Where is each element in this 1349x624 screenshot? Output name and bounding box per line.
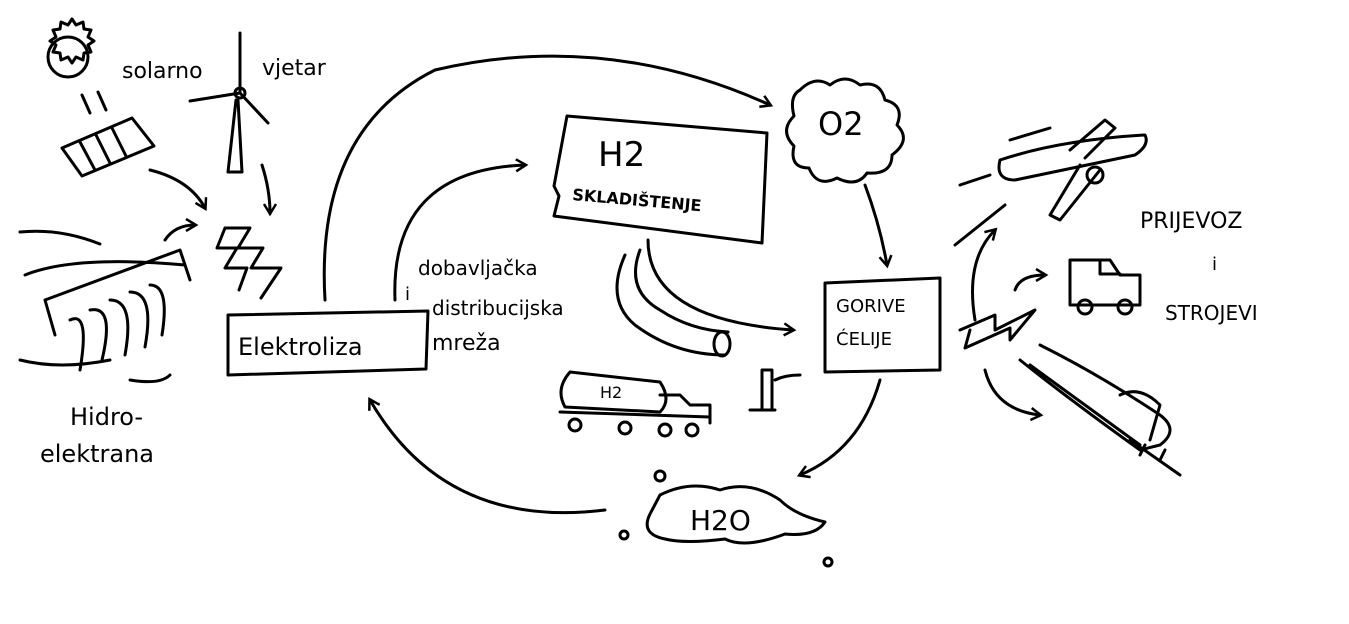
arrow-hydro-to-power [163,225,195,242]
oxygen-label: O2 [818,105,864,143]
truck-label: H2 [600,383,622,402]
water-label: H2O [690,504,751,537]
water-puddle: H2O [618,469,834,568]
pipeline-end [712,330,732,358]
wind-label: vjetar [262,56,327,81]
transport-label-line1: PRIJEVOZ [1140,209,1242,234]
fuel-cells-label-line1: GORIVE [836,296,906,317]
transport-label-line3: STROJEVI [1165,301,1258,325]
arrow-fuel-cells-to-water [800,378,882,475]
network-label-line3: distribucijska [432,296,564,320]
sun-icon [46,17,96,79]
transport-label-line2: i [1212,254,1217,275]
oxygen-cloud: O2 [785,77,905,184]
network-label-line4: mreža [432,331,501,356]
fuel-cells-box: GORIVE ĆELIJE [823,276,942,374]
storage-label: SKLADIŠTENJE [572,185,703,215]
arrow-wind-to-power [260,163,270,213]
arrow-electrolysis-to-storage [393,165,525,302]
arrow-to-train [983,368,1040,415]
arrow-electrolysis-to-oxygen [322,54,770,302]
refuel-station-icon [748,368,802,412]
arrow-to-car [1013,275,1045,292]
network-label-line1: dobavljačka [418,256,538,280]
arrow-storage-to-fuel-cells [646,238,793,330]
pipeline-icon [615,248,730,357]
hydro-label-line2: elektrana [40,440,154,468]
solar-label: solarno [122,59,203,84]
fuel-cells-label-line2: ĆELIJE [836,328,892,350]
wind-turbine-icon [188,31,270,174]
electrolysis-label: Elektroliza [238,333,363,361]
network-label-line2: i [405,284,410,305]
car-icon [1068,258,1142,316]
train-icon [1018,343,1182,477]
lightning-icon [215,226,283,300]
hydro-dam-icon [18,229,192,384]
arrow-water-to-electrolysis [370,400,607,515]
electrolysis-box: Elektroliza [226,309,430,377]
arrow-oxygen-to-fuel-cells [863,183,887,265]
storage-title: H2 [598,135,645,175]
output-power-icon [958,308,1037,350]
hydrogen-truck-icon: H2 [558,370,712,438]
arrow-solar-to-power [148,168,205,208]
arrow-to-airplane [971,230,996,322]
storage-box: H2 SKLADIŠTENJE [552,114,769,245]
airplane-icon [953,118,1148,247]
solar-panel-icon [60,90,156,178]
hydro-label-line1: Hidro- [70,403,143,431]
